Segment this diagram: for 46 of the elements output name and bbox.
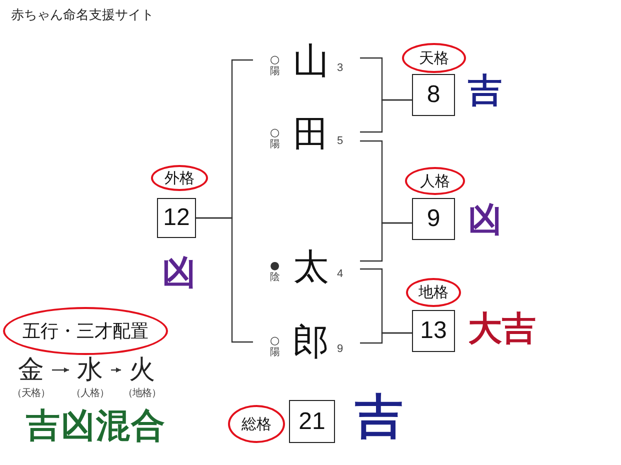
bracket-line <box>360 332 412 344</box>
bracket-line <box>360 222 412 262</box>
category-oval: 人格 <box>405 167 465 195</box>
score-box: 12 <box>157 198 196 238</box>
category-note: （天格） <box>12 388 50 399</box>
category-note: （人格） <box>71 388 109 399</box>
yin-yang-mark: ○ <box>270 127 280 138</box>
fortune-text: 吉 <box>355 393 403 441</box>
fortune-text: 凶 <box>162 256 196 290</box>
yin-yang-label: 陽 <box>270 140 280 150</box>
yin-yang-label: 陽 <box>270 348 280 358</box>
category-oval: 地格 <box>406 278 461 307</box>
site-title: 赤ちゃん命名支援サイト <box>11 8 154 23</box>
yin-yang-label: 陽 <box>270 67 280 77</box>
stroke-count: 3 <box>337 63 344 74</box>
category-oval: 天格 <box>402 43 466 73</box>
fortune-text: 吉凶混合 <box>26 409 166 443</box>
arrow <box>111 368 121 372</box>
element-character: 火 <box>121 357 163 383</box>
yin-yang-mark: ○ <box>270 335 280 346</box>
score-box: 8 <box>412 74 455 116</box>
fortune-text: 吉 <box>468 74 502 108</box>
element-character: 金 <box>10 357 52 383</box>
name-character: 田 <box>293 117 329 153</box>
fortune-text: 凶 <box>468 203 502 237</box>
stroke-count: 4 <box>337 269 344 280</box>
name-character: 郎 <box>293 325 329 361</box>
score-box: 13 <box>412 310 455 352</box>
yin-yang-mark: ○ <box>270 54 280 65</box>
element-character: 水 <box>69 357 111 383</box>
category-oval: 総格 <box>228 405 285 443</box>
category-oval: 外格 <box>151 165 208 191</box>
category-oval: 五行・三才配置 <box>3 307 168 355</box>
stroke-count: 5 <box>337 136 344 147</box>
yin-yang-label: 陰 <box>270 273 280 283</box>
bracket-line <box>360 99 412 133</box>
fortune-text: 大吉 <box>468 312 536 346</box>
name-character: 太 <box>293 250 329 286</box>
name-character: 山 <box>293 44 329 80</box>
category-note: （地格） <box>123 388 161 399</box>
score-box: 9 <box>412 198 455 240</box>
score-box: 21 <box>289 400 335 443</box>
arrow <box>52 368 69 372</box>
stroke-count: 9 <box>337 344 344 355</box>
yin-yang-mark: ● <box>270 260 280 271</box>
bracket-line <box>196 217 253 343</box>
